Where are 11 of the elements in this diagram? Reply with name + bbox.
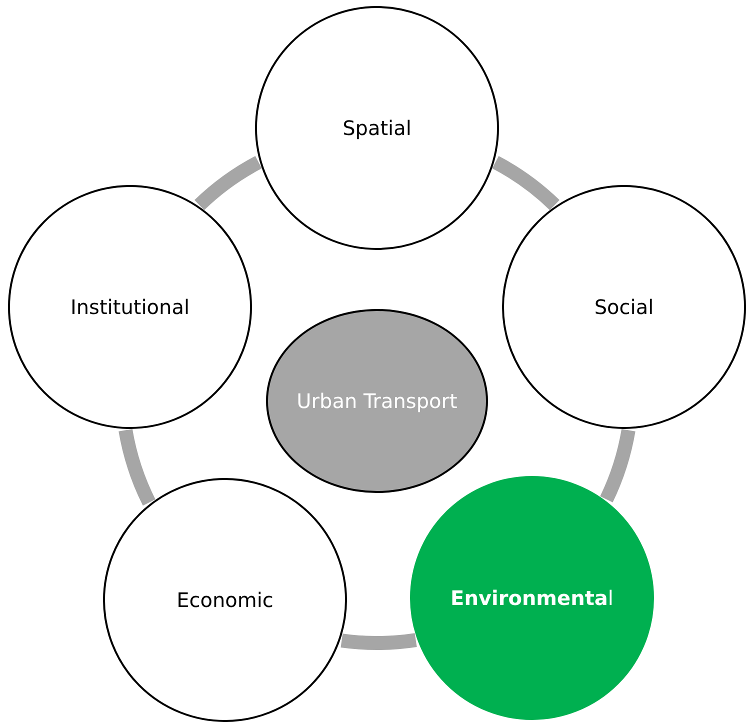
node-label: Environmental xyxy=(450,584,614,612)
node-label: Institutional xyxy=(69,294,191,320)
ring-segment xyxy=(194,156,262,210)
node-label: Urban Transport xyxy=(296,388,458,414)
ring-segment xyxy=(492,156,560,210)
ring-segment xyxy=(600,428,636,502)
ring-segment xyxy=(340,633,417,650)
ring-segment xyxy=(118,428,156,506)
node-label: Economic xyxy=(176,586,274,614)
node-label: Social xyxy=(593,294,655,320)
node-label: Spatial xyxy=(342,114,412,142)
